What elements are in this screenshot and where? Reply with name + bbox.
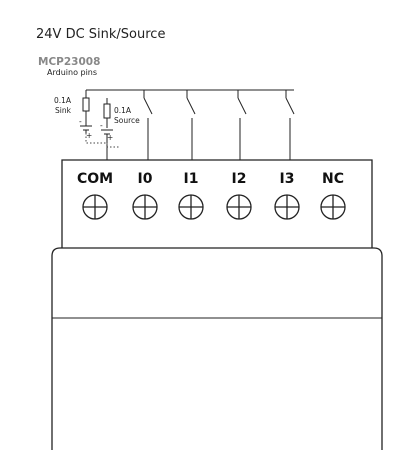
module-body-outline [51,247,383,450]
screw-terminal-i0-icon[interactable] [132,194,158,220]
screw-terminal-com-icon[interactable] [82,194,108,220]
chip-subtitle: Arduino pins [47,68,97,77]
sink-battery-plus: + [86,131,92,140]
switch-i1 [186,90,196,160]
source-current-label: 0.1A [114,106,132,115]
terminal-label-i1: I1 [184,171,199,187]
source-fuse [103,103,111,119]
switch-i0 [143,90,153,160]
screw-terminal-i2-icon[interactable] [226,194,252,220]
diagram-title: 24V DC Sink/Source [36,27,165,42]
circuit-wiring: - + - + [79,89,295,160]
source-label: Source [114,116,140,125]
terminal-block: COM I0 I1 I2 I3 NC [61,159,373,248]
source-dotted-link [106,143,120,148]
terminal-label-i0: I0 [138,171,153,187]
sink-fuse [82,97,90,112]
source-battery-plus: + [107,133,113,142]
source-battery-minus: - [100,121,103,130]
sink-battery-minus: - [79,117,82,126]
sink-label: Sink [55,106,72,115]
terminal-label-i3: I3 [280,171,295,187]
terminal-label-i2: I2 [232,171,247,187]
screw-terminal-nc-icon[interactable] [320,194,346,220]
chip-name: MCP23008 [38,56,100,68]
switch-i2 [237,90,247,160]
screw-terminal-i3-icon[interactable] [274,194,300,220]
sink-current-label: 0.1A [54,96,72,105]
terminal-block-outline [61,159,373,248]
screw-terminal-i1-icon[interactable] [178,194,204,220]
switch-i3 [285,90,295,160]
module-body [51,247,383,450]
terminal-label-nc: NC [322,171,344,187]
terminal-label-com: COM [77,171,113,187]
